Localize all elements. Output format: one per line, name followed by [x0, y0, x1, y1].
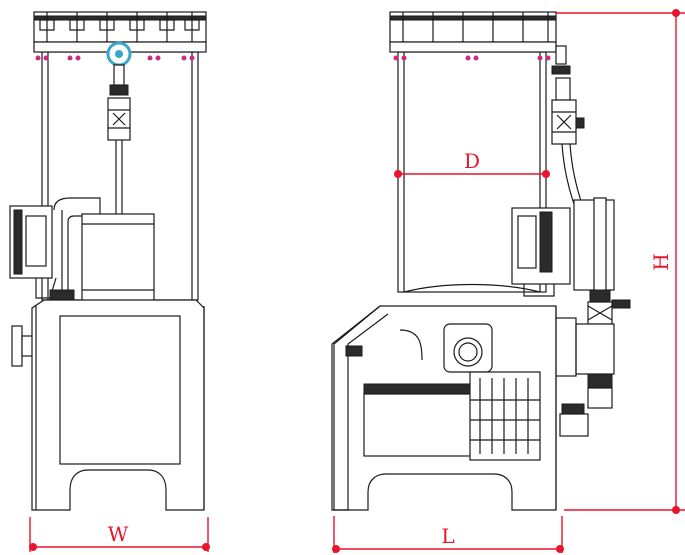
side-lid-bolts [393, 55, 551, 61]
front-base-stand [31, 299, 205, 511]
side-outlet-pipework [553, 197, 631, 437]
front-view [9, 11, 207, 511]
width-dimension-label: W [108, 522, 129, 546]
side-view [331, 11, 631, 511]
dimension-h: H [556, 9, 685, 514]
diameter-dimension-label: D [464, 149, 480, 173]
front-control-box [9, 205, 57, 299]
side-control-box [511, 207, 571, 297]
dimension-d: D [394, 149, 550, 178]
side-pump-internals [345, 323, 541, 461]
front-lid-bolts [35, 55, 195, 61]
side-top-lid [389, 11, 557, 61]
dimension-l: L [332, 516, 564, 553]
height-dimension-label: H [649, 253, 673, 270]
front-pressure-gauge [106, 41, 132, 215]
dimension-w: W [29, 517, 210, 552]
length-dimension-label: L [441, 524, 454, 548]
side-vent-valve [551, 45, 593, 229]
